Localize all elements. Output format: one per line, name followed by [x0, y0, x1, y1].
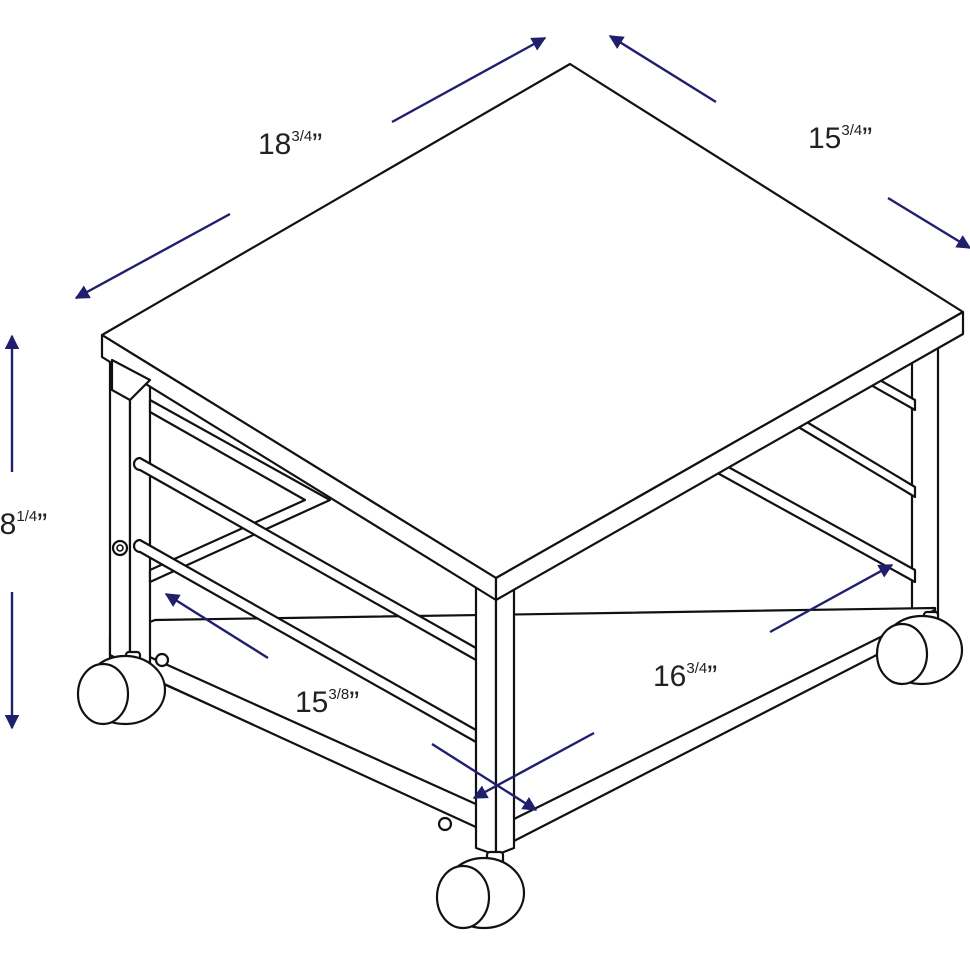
caster-back-right — [875, 610, 964, 686]
front-rails — [132, 456, 478, 744]
inner-width-arrow-down — [431, 742, 538, 812]
top-depth-arrow-up — [608, 34, 717, 104]
dim-whole: 15 — [295, 686, 329, 719]
dim-label-top-depth: 153/4” — [808, 122, 873, 155]
inner-depth-arrow-up — [769, 563, 894, 634]
dim-whole: 18 — [0, 508, 17, 541]
dim-label-height: 181/4” — [0, 508, 48, 541]
top-width-arrow-right — [391, 36, 547, 124]
dim-fraction: 1/4 — [16, 508, 38, 525]
left-bolt-icon — [111, 539, 129, 557]
shelf-bolt-front-icon — [437, 816, 453, 832]
dim-mark: ” — [862, 122, 873, 155]
right-side-frame — [710, 328, 940, 634]
dim-whole: 16 — [653, 660, 687, 693]
inner-depth-arrow-down — [472, 731, 595, 800]
top-width-arrow-left — [74, 212, 231, 300]
dim-fraction: 3/4 — [291, 128, 313, 145]
dim-label-inner-depth: 163/4” — [653, 660, 718, 693]
dimension-arrows — [4, 34, 970, 812]
inner-width-arrow-up — [164, 592, 269, 660]
caster-back-left — [76, 650, 167, 726]
dim-fraction: 3/8 — [328, 686, 350, 703]
bottom-shelf — [108, 606, 937, 844]
left-bolt-inner-icon — [116, 544, 124, 552]
dim-label-inner-width: 153/8” — [295, 686, 360, 719]
top-depth-arrow-down — [887, 196, 970, 250]
dim-whole: 18 — [258, 128, 292, 161]
table-top — [100, 62, 965, 602]
dim-fraction: 3/4 — [841, 122, 863, 139]
dim-fraction: 3/4 — [686, 660, 708, 677]
dim-label-top-width: 183/4” — [258, 128, 323, 161]
dim-whole: 15 — [808, 122, 842, 155]
caster-front — [435, 850, 526, 930]
dim-mark: ” — [707, 660, 718, 693]
dim-mark: ” — [312, 128, 323, 161]
dim-mark: ” — [37, 508, 48, 541]
dim-mark: ” — [349, 686, 360, 719]
front-post — [474, 573, 516, 857]
shelf-bolt-left-icon — [154, 652, 170, 668]
